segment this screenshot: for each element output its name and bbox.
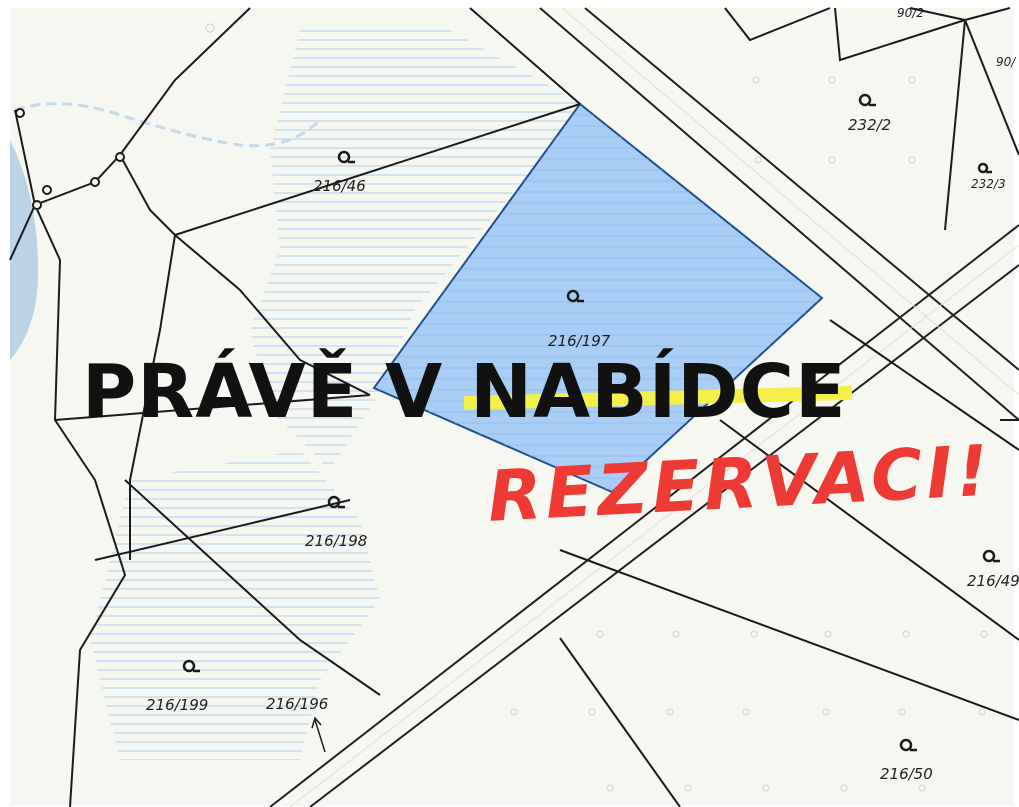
parcel-label-216-199: 216/199 bbox=[146, 696, 208, 714]
hatch-area-south bbox=[90, 450, 380, 760]
symbol-216-50 bbox=[899, 738, 917, 752]
parcel-boundaries bbox=[9, 7, 1019, 807]
symbol-216-199 bbox=[182, 659, 200, 673]
hatch-area-north bbox=[250, 25, 585, 470]
boundary-nodes bbox=[15, 108, 125, 210]
struck-word-wrap: NABÍDCE bbox=[463, 355, 853, 429]
parcel-label-216-198: 216/198 bbox=[305, 532, 367, 550]
dashed-path bbox=[14, 102, 322, 148]
symbol-216-46 bbox=[337, 150, 355, 164]
symbol-216-197 bbox=[566, 289, 584, 303]
parcel-label-90-2: 90/2 bbox=[897, 6, 924, 20]
symbol-216-198 bbox=[327, 495, 345, 509]
parcel-label-90-x: 90/ bbox=[996, 55, 1017, 69]
headline-prefix: PRÁVĚ V bbox=[82, 349, 471, 435]
parcel-label-232-2: 232/2 bbox=[848, 116, 891, 134]
headline: PRÁVĚ V NABÍDCE bbox=[82, 355, 853, 429]
faint-symbols bbox=[205, 23, 988, 792]
parcel-label-216-50: 216/50 bbox=[880, 765, 933, 783]
symbol-216-49 bbox=[982, 549, 1000, 563]
arrow-216-196 bbox=[311, 716, 326, 753]
parcel-label-216-197: 216/197 bbox=[548, 332, 611, 350]
parcel-label-232-3: 232/3 bbox=[971, 177, 1006, 191]
parcel-label-216-46: 216/46 bbox=[313, 177, 366, 195]
symbol-232-3 bbox=[977, 162, 992, 174]
parcel-label-216-196: 216/196 bbox=[266, 695, 328, 713]
parcel-label-216-49: 216/49 bbox=[967, 572, 1019, 590]
water-area bbox=[10, 140, 39, 360]
parcel-symbols bbox=[182, 93, 1000, 752]
symbol-232-2 bbox=[858, 93, 876, 107]
struck-word: NABÍDCE bbox=[470, 349, 847, 435]
road-center-lines bbox=[289, 7, 1019, 807]
road-lines bbox=[269, 7, 1019, 807]
